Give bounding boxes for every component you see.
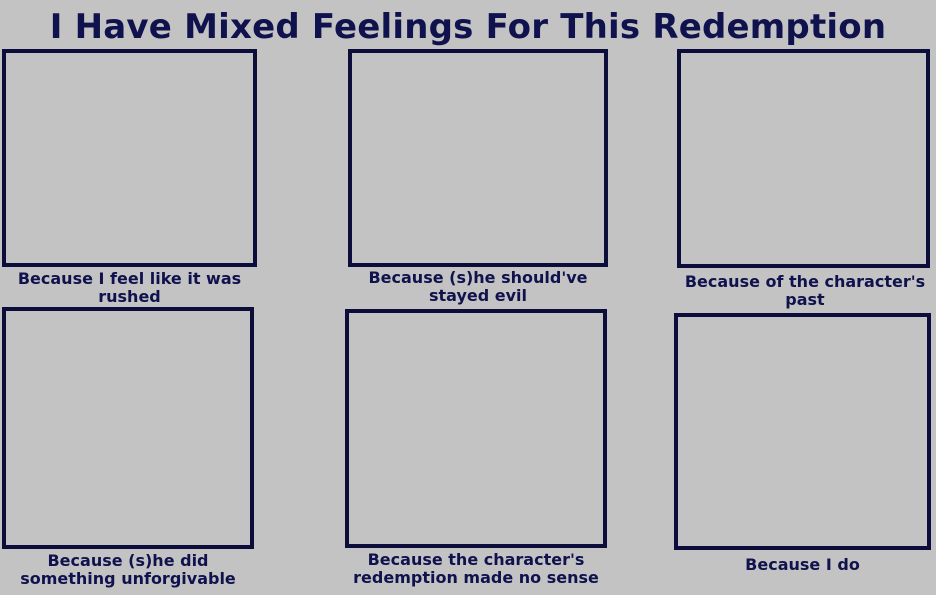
panel-caption-3: Because of the character's past xyxy=(674,273,936,309)
caption-line: something unforgivable xyxy=(20,569,236,588)
panel-caption-6: Because I do xyxy=(674,556,931,574)
caption-line: Because (s)he should've xyxy=(368,268,588,287)
image-panel-6[interactable] xyxy=(674,313,931,550)
image-panel-3[interactable] xyxy=(677,49,930,268)
caption-line: Because I feel like it was xyxy=(17,269,242,288)
panel-caption-5: Because the character's redemption made … xyxy=(345,551,607,587)
caption-line: stayed evil xyxy=(428,286,528,305)
image-panel-5[interactable] xyxy=(345,309,607,548)
image-panel-1[interactable] xyxy=(2,49,257,267)
page-title: I Have Mixed Feelings For This Redemptio… xyxy=(49,7,887,47)
panel-caption-4: Because (s)he did something unforgivable xyxy=(2,552,254,588)
caption-line: rushed xyxy=(98,287,161,306)
panel-caption-2: Because (s)he should've stayed evil xyxy=(348,269,608,305)
caption-line: Because (s)he did xyxy=(47,551,209,570)
caption-line: past xyxy=(785,290,825,309)
caption-line: Because I do xyxy=(745,555,860,574)
caption-line: redemption made no sense xyxy=(353,568,599,587)
image-panel-2[interactable] xyxy=(348,49,608,267)
image-panel-4[interactable] xyxy=(2,307,254,549)
caption-line: Because of the character's xyxy=(684,272,926,291)
caption-line: Because the character's xyxy=(367,550,585,569)
panel-caption-1: Because I feel like it was rushed xyxy=(2,270,257,306)
